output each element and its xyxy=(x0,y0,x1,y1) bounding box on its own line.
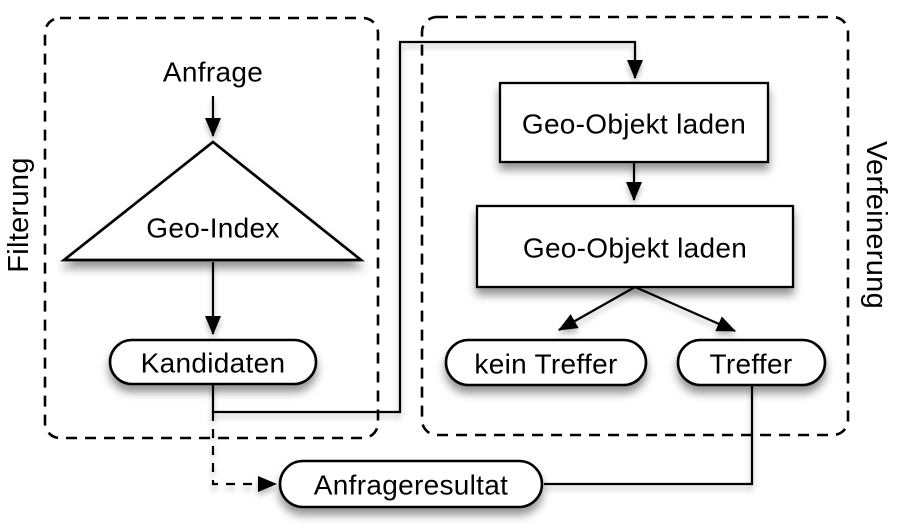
refinement-phase-box xyxy=(420,15,850,437)
geo-index-label: Geo-Index xyxy=(146,213,279,244)
kandidaten-to-load1-connector xyxy=(211,40,643,414)
kein-treffer-label: kein Treffer xyxy=(474,349,617,380)
treffer-pill xyxy=(676,338,827,387)
load-geo-object-1-label: Geo-Objekt laden xyxy=(522,109,746,140)
filtering-phase-label: Filterung xyxy=(3,157,35,273)
load2-to-treffer-arrow xyxy=(634,285,736,333)
filtering-phase-box xyxy=(43,16,380,440)
load-geo-object-2-label: Geo-Objekt laden xyxy=(523,233,747,264)
anfrage-label: Anfrage xyxy=(163,57,263,88)
anfrageresultat-label: Anfrageresultat xyxy=(314,470,508,501)
kandidaten-to-result-dashed-arrow xyxy=(211,412,277,492)
kandidaten-pill xyxy=(108,338,318,386)
treffer-label: Treffer xyxy=(709,349,792,380)
load2-to-kein-treffer-arrow xyxy=(558,286,636,331)
geo-index-triangle xyxy=(60,140,365,262)
refinement-phase-label: Verfeinerung xyxy=(860,141,892,309)
load-geo-object-1-box xyxy=(498,81,770,164)
kein-treffer-pill xyxy=(444,338,648,387)
load-geo-object-2-box xyxy=(475,204,795,289)
kandidaten-label: Kandidaten xyxy=(141,348,286,379)
treffer-to-result-connector xyxy=(544,385,754,486)
anfrageresultat-pill xyxy=(278,459,544,509)
